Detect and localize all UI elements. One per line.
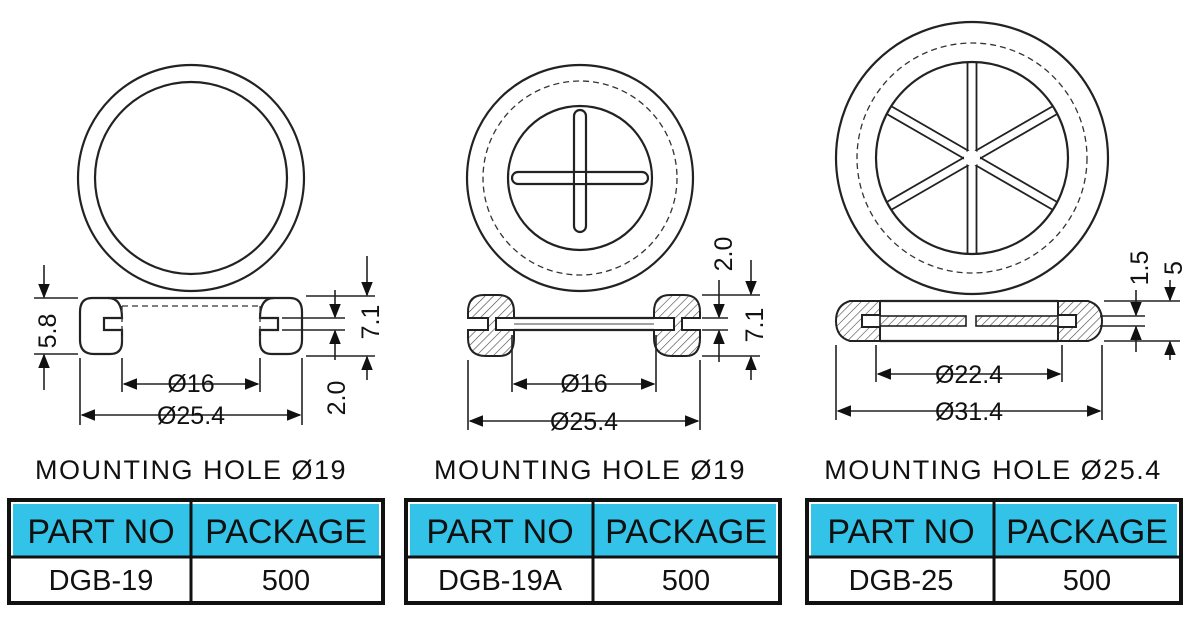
dimension-lines-dgb-19a — [467, 260, 760, 430]
cell-part-no: DGB-25 — [849, 565, 954, 597]
spoke-slit — [966, 164, 978, 253]
header-package: PACKAGE — [605, 513, 767, 551]
dim-thickness-label: 1.5 — [1126, 251, 1154, 286]
grommet-dgb-19: 5.8 7.1 2.0 Ø16 Ø25.4 MOUNTING HOLE Ø19 — [34, 63, 385, 485]
header-part-no: PART NO — [827, 513, 974, 551]
table-header-fill — [13, 504, 379, 556]
spoke-slit — [974, 156, 1057, 211]
dimension-lines-dgb-25 — [835, 280, 1180, 420]
top-view-dgb-19a — [465, 63, 695, 293]
dim-inner-diameter-label: Ø16 — [560, 370, 607, 398]
side-view-dgb-19 — [78, 296, 304, 356]
dim-outer-diameter-label: Ø25.4 — [157, 402, 225, 430]
dimension-lines-dgb-19 — [34, 256, 375, 425]
mounting-hole-caption: MOUNTING HOLE Ø25.4 — [824, 455, 1162, 485]
part-table-dgb-19a: PART NO PACKAGE DGB-19A 500 — [404, 498, 782, 605]
mounting-hole-caption: MOUNTING HOLE Ø19 — [35, 455, 347, 485]
mounting-hole-caption: MOUNTING HOLE Ø19 — [434, 455, 746, 485]
spoke-slit — [887, 105, 970, 160]
side-view-dgb-19a — [467, 294, 701, 357]
dim-outer-diameter-label: Ø31.4 — [935, 398, 1003, 426]
header-package: PACKAGE — [1006, 513, 1168, 551]
grommet-dgb-19a: 2.0 7.1 Ø16 Ø25.4 MOUNTING HOLE Ø19 — [434, 63, 769, 485]
spoke-slit — [966, 63, 978, 152]
cell-package: 500 — [1063, 565, 1111, 597]
dim-height-left-label: 5.8 — [34, 314, 62, 349]
spoke-slit — [887, 156, 970, 211]
spoke-slit — [974, 105, 1057, 160]
top-view-dgb-19 — [76, 63, 306, 293]
top-view-dgb-25 — [834, 20, 1110, 296]
cell-package: 500 — [262, 565, 310, 597]
dim-inner-diameter-label: Ø16 — [167, 370, 214, 398]
side-view-dgb-25 — [834, 299, 1104, 343]
grommet-dgb-25: 1.5 5 Ø22.4 Ø31.4 MOUNTING HOLE Ø25.4 — [824, 20, 1188, 485]
dim-groove-label: 2.0 — [710, 237, 738, 272]
dim-inner-diameter-label: Ø22.4 — [935, 361, 1003, 389]
dim-height-right-label: 7.1 — [357, 305, 385, 340]
cell-part-no: DGB-19A — [438, 565, 563, 597]
dim-groove-label: 2.0 — [323, 381, 351, 416]
spokes-dgb-25 — [887, 63, 1057, 253]
part-table-dgb-19: PART NO PACKAGE DGB-19 500 — [7, 498, 385, 605]
cell-part-no: DGB-19 — [49, 565, 154, 597]
header-package: PACKAGE — [205, 513, 367, 551]
dim-outer-diameter-label: Ø25.4 — [550, 408, 618, 436]
header-part-no: PART NO — [426, 513, 573, 551]
cell-package: 500 — [662, 565, 710, 597]
header-part-no: PART NO — [27, 513, 174, 551]
dim-height-label: 5 — [1160, 261, 1188, 275]
dim-height-right-label: 7.1 — [741, 308, 769, 343]
part-table-dgb-25: PART NO PACKAGE DGB-25 500 — [805, 498, 1183, 605]
